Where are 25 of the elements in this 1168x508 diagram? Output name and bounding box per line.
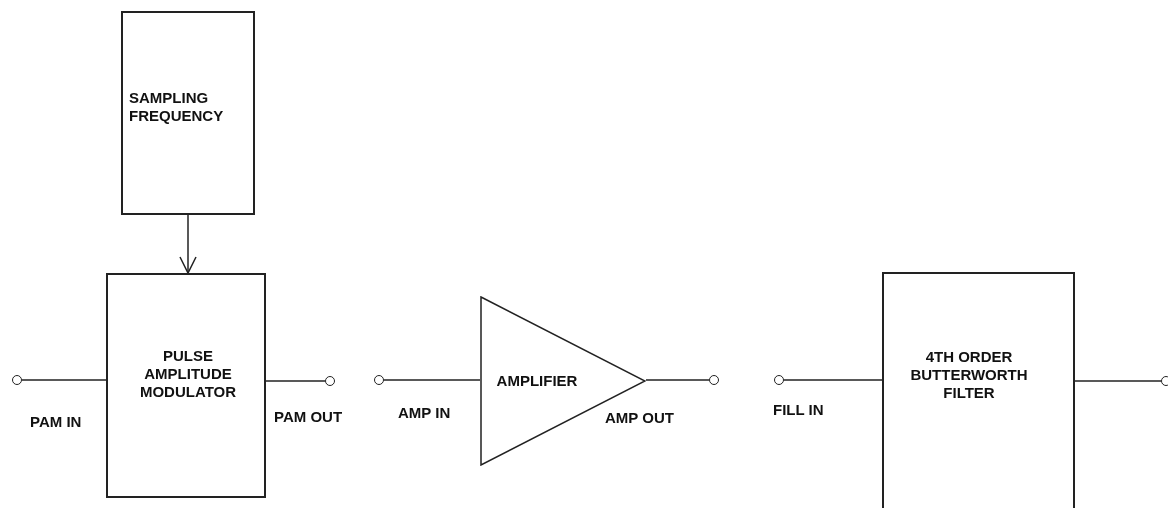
connector-line xyxy=(645,379,710,381)
port-label: PAM IN xyxy=(30,413,82,430)
block-label: 4TH ORDER BUTTERWORTH FILTER xyxy=(909,348,1029,402)
connector-line xyxy=(1074,380,1162,382)
connector-line xyxy=(265,380,326,382)
terminal-circle xyxy=(1161,376,1168,386)
port-label: AMP IN xyxy=(398,404,451,421)
connector-line xyxy=(783,379,883,381)
terminal-circle xyxy=(325,376,335,386)
port-label: PAM OUT xyxy=(274,408,343,425)
port-label: FILL IN xyxy=(773,401,824,418)
block-box xyxy=(882,272,1075,508)
block-label: PULSE AMPLITUDE MODULATOR xyxy=(138,347,238,401)
block-box xyxy=(106,273,266,498)
connector-line xyxy=(21,379,107,381)
block-label: SAMPLING FREQUENCY xyxy=(129,89,225,125)
port-label: AMP OUT xyxy=(605,409,674,426)
connector-line xyxy=(383,379,481,381)
arrow xyxy=(179,214,197,274)
terminal-circle xyxy=(709,375,719,385)
terminal-circle xyxy=(774,375,784,385)
block-box xyxy=(121,11,255,215)
block-label: AMPLIFIER xyxy=(495,372,579,390)
terminal-circle xyxy=(12,375,22,385)
terminal-circle xyxy=(374,375,384,385)
